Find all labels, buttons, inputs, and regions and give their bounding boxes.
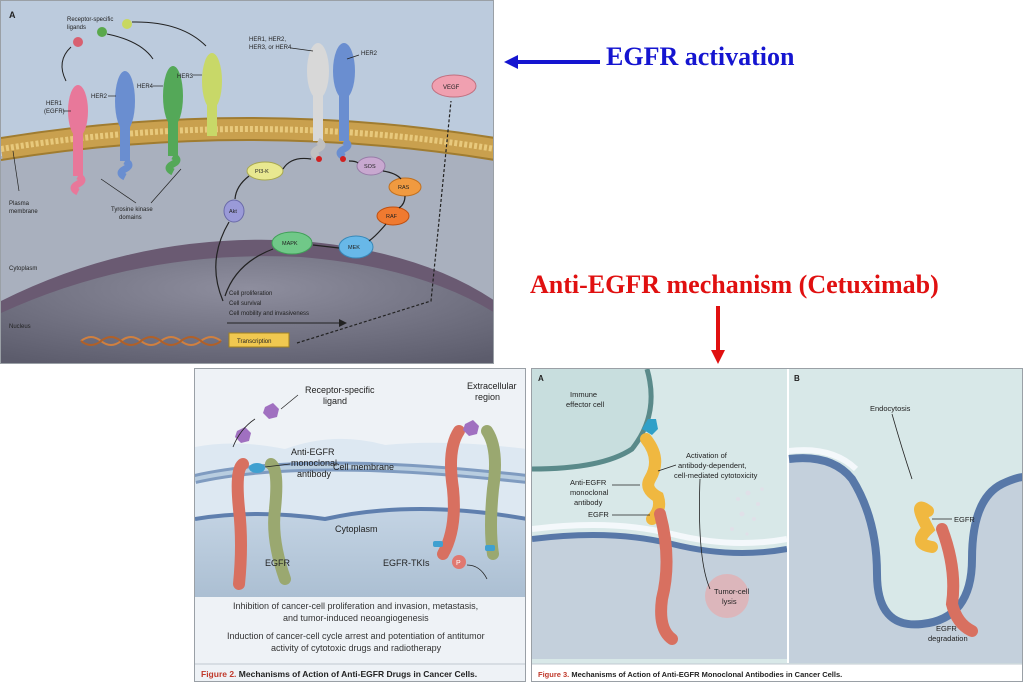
fig3-degradation-label-1: EGFR — [936, 624, 957, 633]
tyrosine-label-1: Tyrosine kinase — [111, 207, 153, 213]
her3-label: HER3 — [177, 74, 194, 80]
ligands-label-1: Receptor-specific — [67, 17, 113, 23]
raf-label: RAF — [386, 214, 398, 220]
receptor-dimer — [307, 43, 355, 162]
fig2-caption: Figure 2. Mechanisms of Action of Anti-E… — [201, 669, 477, 679]
sos-node — [356, 156, 386, 176]
vegf-node — [431, 74, 477, 98]
ras-label: RAS — [398, 185, 410, 191]
ligands-label-2: ligands — [67, 25, 86, 31]
panel-a-letter: A — [9, 10, 16, 20]
fig3-caption: Figure 3. Mechanisms of Action of Anti-E… — [538, 670, 842, 679]
akt-label: Akt — [229, 209, 237, 215]
fig3-lysis-label-2: lysis — [722, 597, 737, 606]
her2-label-left: HER2 — [91, 94, 108, 100]
tumor-lysis-glow — [705, 574, 749, 618]
her1-label-2: (EGFR) — [44, 109, 65, 115]
fig3-activation-label-2: antibody-dependent, — [678, 461, 746, 470]
fig3-degradation-label-2: degradation — [928, 634, 968, 643]
nucleus-label: Nucleus — [9, 324, 31, 330]
vegf-label: VEGF — [443, 85, 460, 91]
fig2-antibody-label-3: antibody — [297, 469, 332, 479]
fig3-immune-label-2: effector cell — [566, 400, 605, 409]
fig2-tki-label: EGFR-TKIs — [383, 558, 430, 568]
figure-2-diagram: Receptor-specific ligand Extracellular r… — [194, 368, 526, 682]
fig2-antibody-label-2: monoclonal — [291, 458, 337, 468]
her-family-label-1: HER1, HER2, — [249, 37, 286, 43]
her2-label-right: HER2 — [361, 51, 378, 57]
her3-receptor — [202, 53, 222, 136]
ligand-red — [73, 37, 83, 47]
fig3-antibody-label-2: monoclonal — [570, 488, 609, 497]
fig2-ligand-label-2: ligand — [323, 396, 347, 406]
figure-3-diagram: A B Immune effector cell Activation of a… — [531, 368, 1023, 682]
her4-receptor — [163, 66, 183, 176]
pi3k-node — [246, 161, 284, 181]
mek-node — [338, 235, 374, 259]
ligand-green — [97, 27, 107, 37]
tyrosine-label-2: domains — [119, 215, 142, 221]
fig3-activation-label-1: Activation of — [686, 451, 728, 460]
fig3-egfr-label-a: EGFR — [588, 510, 609, 519]
ligand-shape-2 — [235, 427, 251, 443]
cell-mobility-label: Cell mobility and invasiveness — [229, 311, 309, 317]
fig2-cytoplasm-label: Cytoplasm — [335, 524, 378, 534]
figure-3-subpanel-b — [788, 413, 1022, 663]
fig2-ligand-label-1: Receptor-specific — [305, 385, 375, 395]
fig2-text-2: and tumor-induced neoangiogenesis — [283, 613, 429, 623]
ligand-yellow — [122, 19, 132, 29]
pi3k-label: PI3-K — [255, 169, 269, 175]
egfr-receptor-left-2 — [265, 458, 291, 585]
fig2-text-3: Induction of cancer-cell cycle arrest an… — [227, 631, 485, 641]
fig3-lysis-label-1: Tumor-cell — [714, 587, 749, 596]
egfr-receptor-right — [433, 420, 501, 560]
egfr-activation-heading: EGFR activation — [606, 42, 795, 71]
blue-arrow-icon — [504, 55, 600, 69]
her1-label-1: HER1 — [46, 101, 63, 107]
cell-survival-label: Cell survival — [229, 301, 261, 307]
her4-label: HER4 — [137, 84, 154, 90]
transcription-box — [228, 332, 290, 348]
mapk-node — [271, 231, 313, 255]
fig3-antibody-label-3: antibody — [574, 498, 603, 507]
fig2-text-1: Inhibition of cancer-cell proliferation … — [233, 601, 478, 611]
plasma-label-1: Plasma — [9, 201, 30, 207]
fig3-endocytosis-label: Endocytosis — [870, 404, 911, 413]
anti-egfr-mechanism-heading: Anti-EGFR mechanism (Cetuximab) — [530, 270, 939, 299]
egfr-signaling-diagram: A Receptor-specific ligands HER1 (EGFR) … — [0, 0, 494, 364]
fig3-antibody-label-1: Anti-EGFR — [570, 478, 607, 487]
akt-node — [223, 199, 245, 223]
her-family-label-2: HER3, or HER4 — [249, 45, 292, 51]
fig3-letter-a: A — [538, 374, 544, 383]
mapk-label: MAPK — [282, 241, 298, 247]
fig3-egfr-label-b: EGFR — [954, 515, 975, 524]
fig2-p-label: P — [456, 560, 461, 567]
fig2-egfr-label: EGFR — [265, 558, 291, 568]
her2-receptor-left — [115, 71, 135, 181]
fig3-immune-label-1: Immune — [570, 390, 597, 399]
figure-3-subpanel-a — [532, 369, 788, 659]
fig2-membrane-label: Cell membrane — [333, 462, 394, 472]
fig3-letter-b: B — [794, 374, 800, 383]
cytoplasm-label: Cytoplasm — [9, 266, 37, 272]
red-arrow-icon — [711, 306, 725, 364]
plasma-label-2: membrane — [9, 209, 38, 215]
ligand-shape-1 — [263, 403, 279, 419]
fig3-activation-label-3: cell-mediated cytotoxicity — [674, 471, 758, 480]
egfr-receptor-left — [231, 458, 249, 590]
transcription-label: Transcription — [237, 339, 271, 345]
antibody-shape — [249, 463, 265, 473]
fig2-extracellular-label-2: region — [475, 392, 500, 402]
phosphate-icon — [452, 555, 466, 569]
fig2-antibody-label-1: Anti-EGFR — [291, 447, 335, 457]
fig2-extracellular-label-1: Extracellular — [467, 381, 517, 391]
raf-node — [376, 206, 410, 226]
her1-receptor — [68, 85, 88, 196]
mek-label: MEK — [348, 245, 360, 251]
sos-label: SOS — [364, 164, 376, 170]
cell-proliferation-label: Cell proliferation — [229, 291, 272, 297]
fig2-text-4: activity of cytotoxic drugs and radiothe… — [271, 643, 442, 653]
